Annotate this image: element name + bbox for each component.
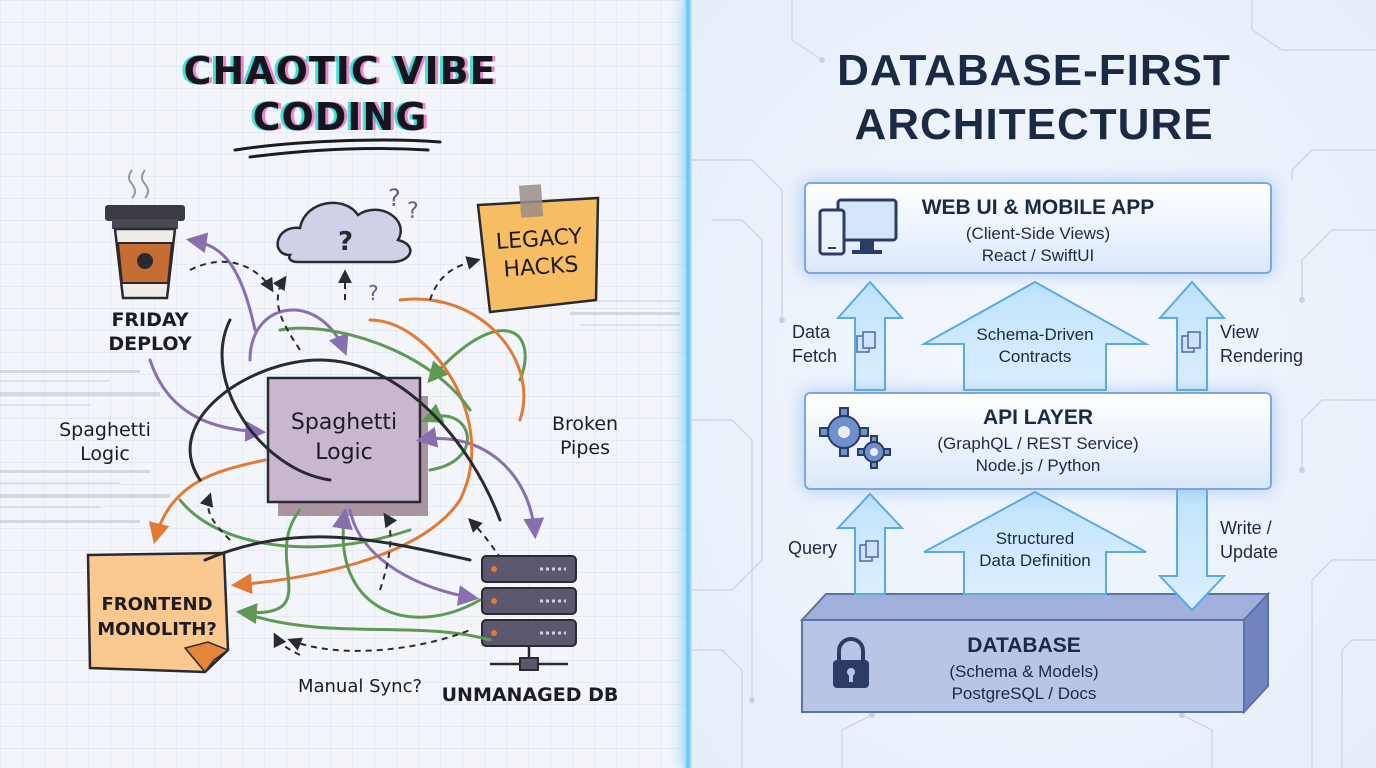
friday-deploy-label: FRIDAY DEPLOY: [108, 309, 192, 355]
chaotic-title: CHAOTIC VIBE CODING: [183, 49, 497, 139]
upper-center-arrow: [920, 280, 1150, 391]
chaos-drawing: ? ? ? ?: [0, 138, 680, 674]
devices-icon: [818, 198, 898, 256]
server-icon: [481, 555, 577, 671]
gears-icon: [819, 407, 891, 469]
cloud-question: ?: [338, 227, 353, 257]
spaghetti-logic-side-label: Spaghetti Logic: [59, 419, 151, 465]
svg-text:?: ?: [368, 281, 379, 305]
circuit-traces: [692, 0, 1376, 768]
architecture-title: DATABASE-FIRST ARCHITECTURE: [837, 46, 1231, 149]
query-label: Query: [788, 538, 838, 558]
frontend-page-icon: [86, 551, 230, 674]
unmanaged-db-label: UNMANAGED DB: [441, 684, 619, 706]
legacy-hacks-label: LEGACY HACKS: [495, 224, 583, 283]
spaghetti-logic-box-label: Spaghetti Logic: [290, 410, 398, 465]
api-layer: API LAYER (GraphQL / REST Service) Node.…: [804, 392, 1272, 490]
package-icon-view-rendering: [1181, 331, 1201, 353]
database-layer: DATABASE (Schema & Models) PostgreSQL / …: [949, 634, 1099, 703]
cloud-icon: ? ? ? ?: [276, 184, 419, 305]
structured-data-label: Structured Data Definition: [979, 529, 1091, 570]
lock-icon: [833, 637, 869, 688]
architecture-panel: DATABASE-FIRST ARCHITECTURE WEB UI & MOB…: [692, 0, 1376, 768]
glitch-noise: [0, 300, 680, 523]
spaghetti-box-shape: [266, 376, 428, 516]
database-block: [799, 591, 1271, 715]
schema-driven-label: Schema-Driven Contracts: [976, 325, 1094, 366]
package-icon-data-fetch: [856, 331, 876, 353]
dashed-arrows: [189, 256, 501, 656]
lower-down-arrow-right: [1157, 487, 1227, 612]
data-fetch-label: Data Fetch: [792, 322, 838, 366]
coffee-cup-icon: [105, 169, 185, 300]
broken-pipes-label: Broken Pipes: [551, 413, 619, 459]
tangled-arrows: [148, 232, 545, 642]
architecture-drawing: [692, 0, 1376, 768]
package-icon-query: [859, 540, 879, 562]
panel-divider: [684, 0, 692, 768]
chaotic-panel: ? ? ? ?: [0, 0, 684, 768]
svg-text:?: ?: [388, 184, 401, 212]
svg-text:?: ?: [407, 199, 419, 224]
view-rendering-label: View Rendering: [1220, 322, 1304, 366]
frontend-monolith-label: FRONTEND MONOLITH?: [97, 594, 217, 640]
lower-center-arrow: [923, 490, 1147, 595]
sticky-note-icon: [476, 184, 600, 314]
manual-sync-label: Manual Sync?: [297, 676, 423, 697]
title-underline: [233, 138, 442, 159]
write-update-label: Write / Update: [1220, 518, 1279, 562]
